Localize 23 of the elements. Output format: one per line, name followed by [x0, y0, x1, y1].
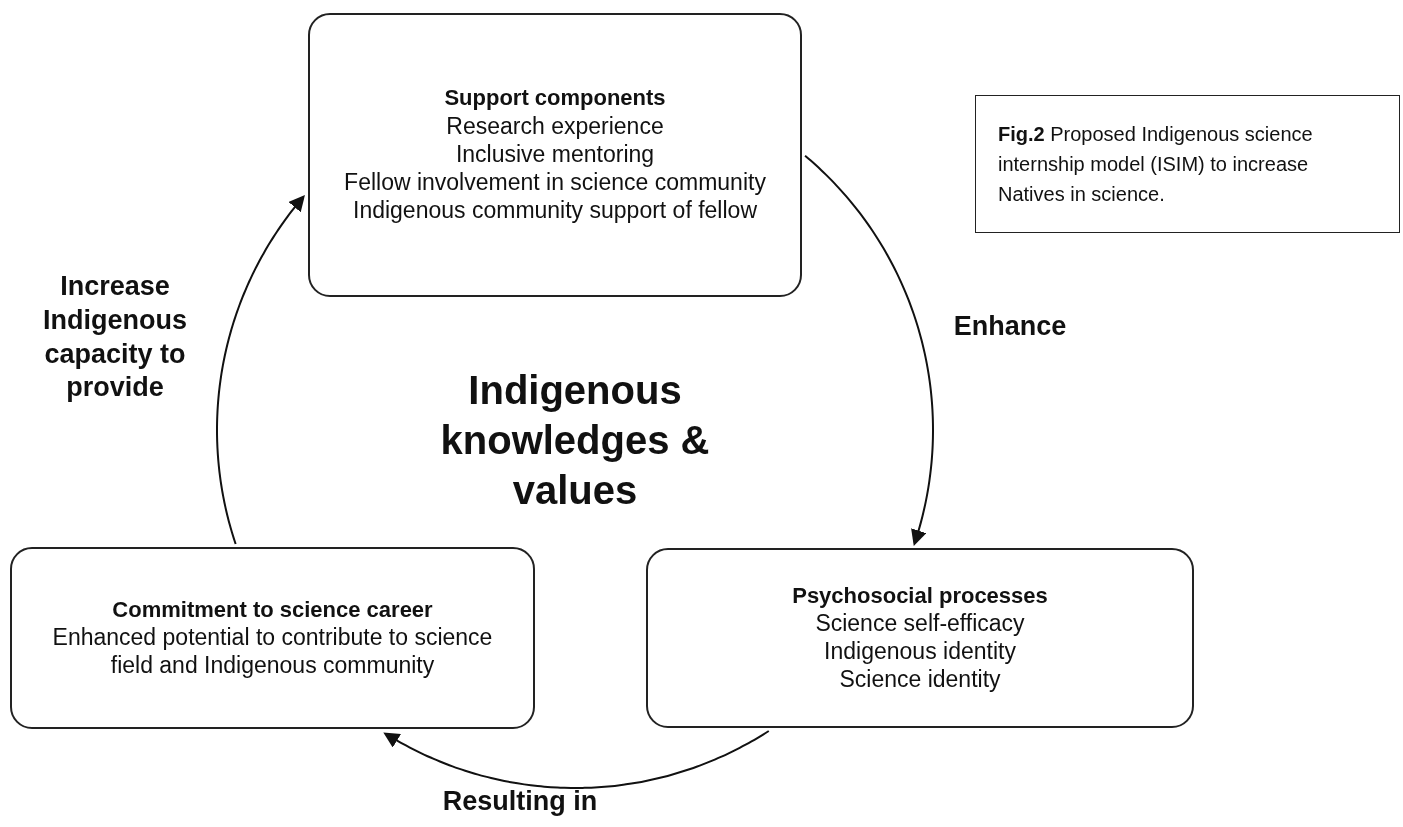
- box-item: Indigenous community support of fellow: [353, 196, 757, 225]
- arrow: [804, 154, 934, 546]
- box-heading: Psychosocial processes: [792, 582, 1048, 610]
- edge-label: Increase Indigenous capacity to provide: [42, 270, 188, 405]
- center-label: Indigenous knowledges & values: [439, 367, 711, 514]
- box-item: Enhanced potential to contribute to science field and Indigenous community: [51, 623, 494, 680]
- edge-label: Resulting in: [441, 785, 599, 818]
- box-heading: Support components: [444, 85, 666, 113]
- box-item: Inclusive mentoring: [455, 140, 655, 169]
- process-box: [646, 548, 1194, 728]
- box-item: Research experience: [446, 112, 664, 141]
- arrow: [383, 730, 770, 789]
- process-box: [308, 13, 802, 297]
- caption-text: Fig.2 Proposed Indigenous science internship model (ISIM) to increase Natives in science.: [998, 122, 1314, 207]
- process-box: [10, 547, 535, 729]
- box-item: Science self-efficacy: [815, 609, 1025, 638]
- edge-label: Enhance: [952, 310, 1068, 343]
- box-item: Indigenous identity: [824, 637, 1016, 666]
- box-item: Science identity: [839, 665, 1001, 694]
- box-item: Fellow involvement in science community: [344, 168, 766, 197]
- box-heading: Commitment to science career: [112, 596, 433, 624]
- arrow: [216, 194, 305, 545]
- caption-box: [975, 95, 1400, 233]
